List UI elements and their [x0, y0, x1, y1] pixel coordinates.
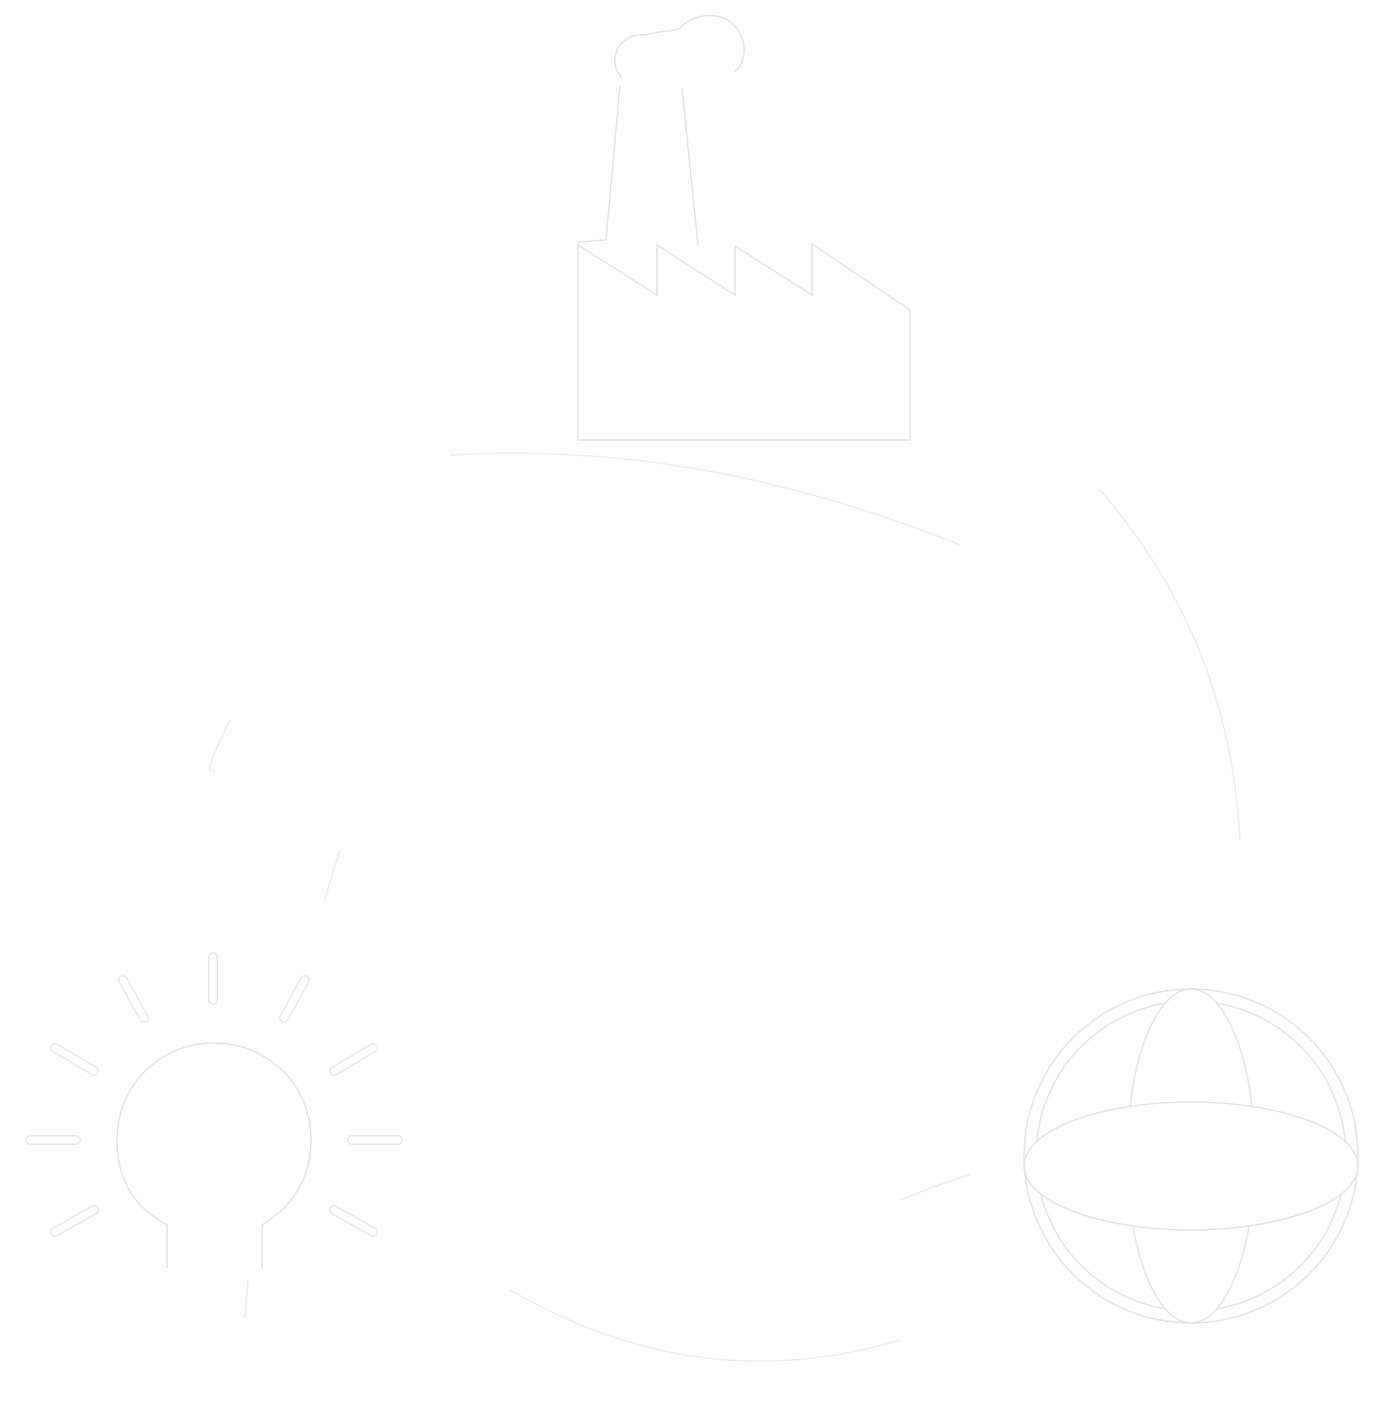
connector-arc [1099, 489, 1241, 841]
connector-arc [509, 1174, 971, 1362]
connector-arc [209, 719, 341, 901]
lightbulb-icon [25, 952, 403, 1319]
factory-icon [577, 14, 911, 441]
connector-arc [449, 452, 961, 546]
globe-icon [1023, 988, 1359, 1324]
